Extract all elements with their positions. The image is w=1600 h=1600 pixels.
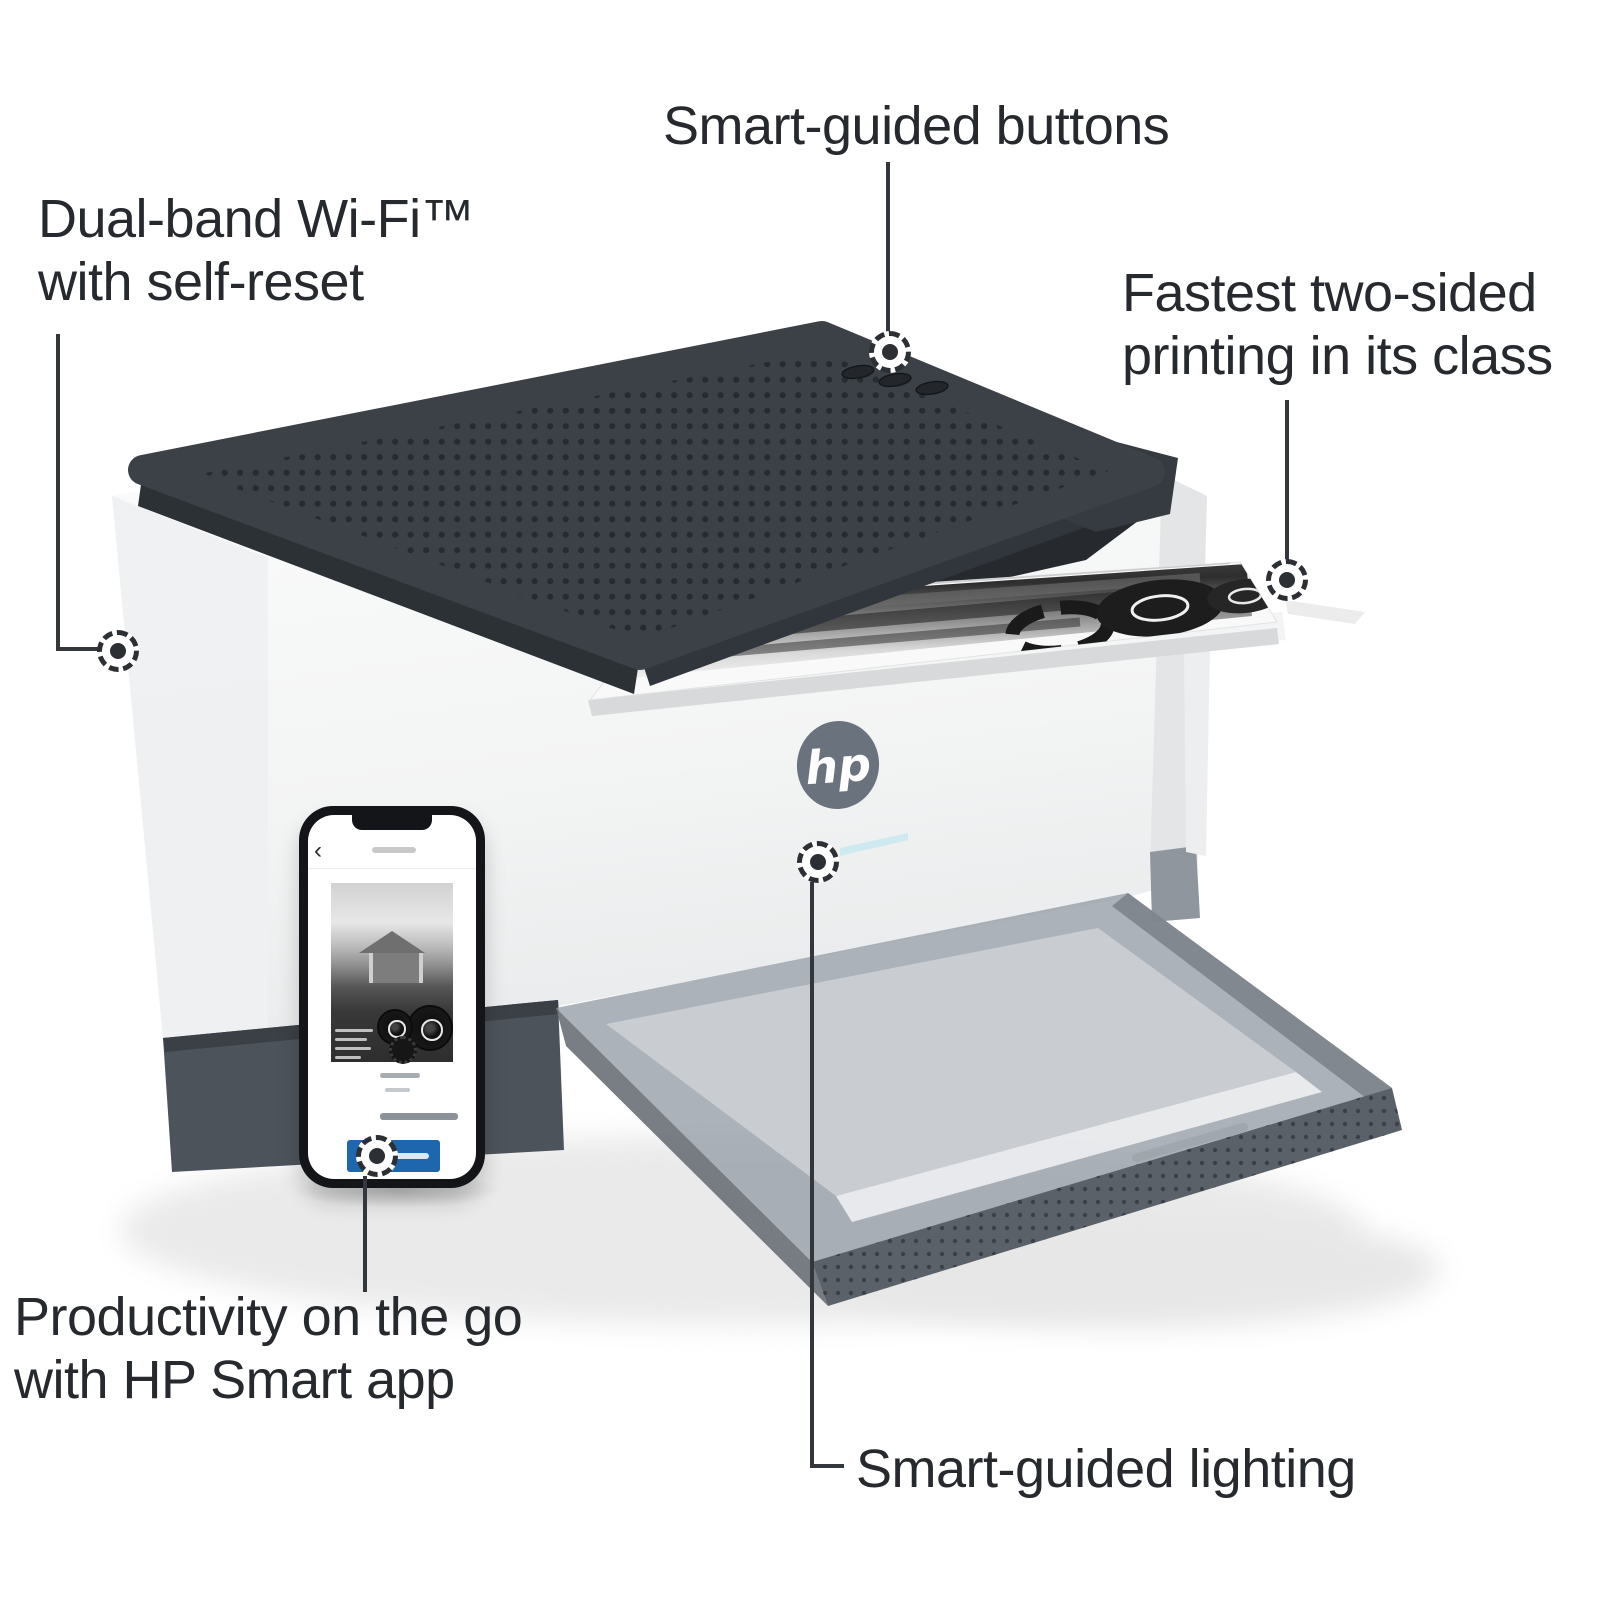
callout-dot-duplex: [1266, 559, 1308, 601]
callout-dot-lighting: [797, 841, 839, 883]
callout-dot-app: [356, 1135, 398, 1177]
annotation-duplex-line1: Fastest two-sided: [1122, 263, 1537, 323]
annotation-duplex: Fastest two-sided printing in its class: [1122, 262, 1553, 388]
lid-dot-grid: [143, 336, 1150, 655]
annotation-smart-app-line1: Productivity on the go: [14, 1287, 523, 1347]
printer-body-left-face: [112, 496, 268, 1048]
callout-line-wifi-vertical: [56, 334, 60, 651]
photo-house-facade: [369, 953, 423, 983]
callout-line-duplex: [1285, 400, 1289, 560]
callout-line-wifi-horizontal: [56, 647, 99, 651]
annotation-lighting-text: Smart-guided lighting: [856, 1439, 1356, 1499]
print-button-label-placeholder: [395, 1153, 429, 1159]
photo-caption-line: [335, 1056, 361, 1059]
photo-caption-line: [335, 1047, 371, 1050]
annotation-smart-app: Productivity on the go with HP Smart app: [14, 1286, 523, 1412]
app-text-placeholder: [380, 1073, 420, 1078]
callout-dot-buttons: [869, 331, 911, 373]
page-underside-shadow: [588, 628, 1279, 716]
callout-line-lighting-horizontal: [810, 1464, 844, 1468]
app-text-placeholder: [385, 1088, 410, 1092]
photo-gear: [389, 1036, 417, 1064]
print-preview-photo: [331, 883, 453, 1064]
annotation-duplex-line2: printing in its class: [1122, 326, 1553, 386]
lid-border-band: [128, 321, 1165, 670]
annotation-smart-buttons: Smart-guided buttons: [663, 95, 1170, 158]
back-chevron-icon: ‹: [314, 837, 322, 864]
photo-caption-line: [335, 1029, 373, 1032]
photo-caption-line: [335, 1038, 367, 1041]
phone-notch: [352, 815, 432, 830]
annotation-wifi: Dual-band Wi-Fi™ with self-reset: [38, 188, 475, 314]
app-header-divider: [308, 868, 476, 869]
photo-house-roof: [359, 931, 425, 953]
callout-line-buttons: [886, 162, 890, 332]
annotation-wifi-line1: Dual-band Wi-Fi™: [38, 189, 475, 249]
callout-line-app: [363, 1176, 367, 1292]
tray-model-text-placeholder: [1132, 1122, 1249, 1163]
page-cast-shadow: [1285, 600, 1365, 624]
annotation-wifi-line2: with self-reset: [38, 252, 364, 312]
tray-left-rim: [556, 1008, 828, 1306]
callout-line-lighting-vertical: [810, 882, 814, 1468]
hp-logo-text: hp: [803, 737, 872, 795]
tray-front-lip-highlight: [836, 1072, 1322, 1222]
callout-dot-wifi: [97, 630, 139, 672]
output-ledge-arm: [1184, 646, 1210, 856]
smartphone: ‹: [299, 806, 485, 1188]
smart-guided-buttons-cluster: [841, 364, 949, 396]
annotation-smart-app-line2: with HP Smart app: [14, 1350, 455, 1410]
app-title-placeholder: [372, 847, 416, 853]
tray-rear-corner: [1150, 846, 1200, 922]
tray-front-rim-dots: [812, 1088, 1402, 1306]
annotation-smart-buttons-text: Smart-guided buttons: [663, 96, 1170, 156]
printer-name-placeholder: [380, 1113, 458, 1120]
hp-smart-app-screen: ‹: [308, 815, 476, 1179]
annotation-lighting: Smart-guided lighting: [856, 1438, 1356, 1501]
hp-logo: hp: [796, 721, 880, 809]
led-light-strip: [840, 833, 908, 856]
tray-back-wall: [1112, 893, 1392, 1098]
tray-paper-stack: [606, 928, 1296, 1196]
